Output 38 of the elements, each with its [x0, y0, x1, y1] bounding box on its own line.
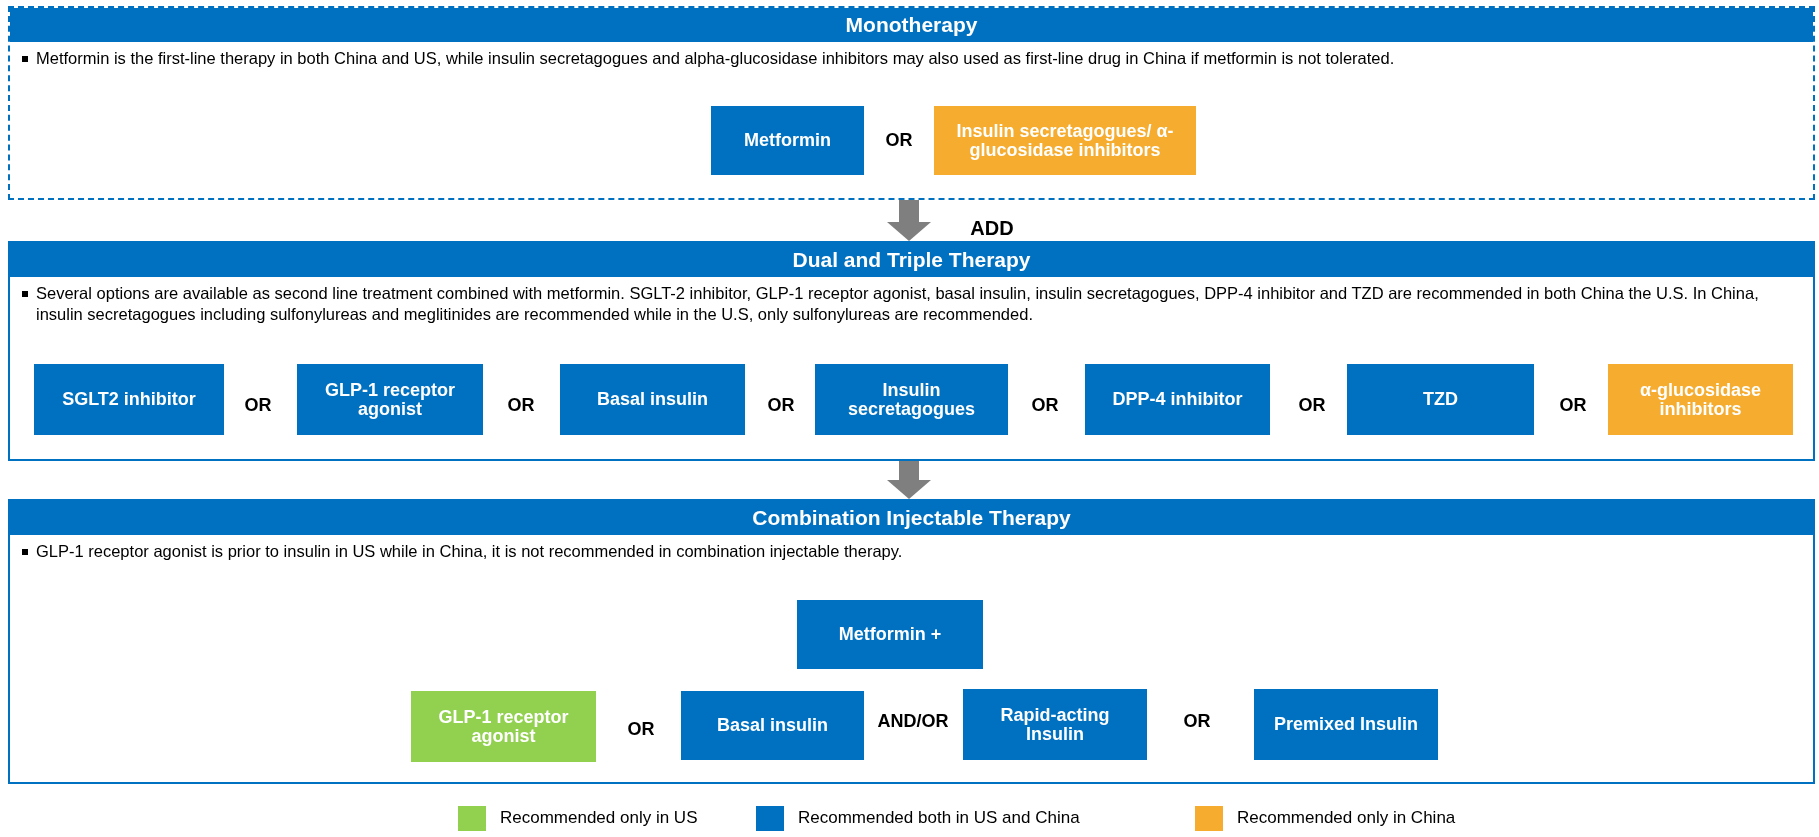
therapy-box: Basal insulin	[560, 364, 745, 435]
connector-word: OR	[767, 394, 795, 416]
bullet-text: GLP-1 receptor agonist is prior to insulin in US while in China, it is not recommended in combination injectable therapy.	[36, 541, 904, 562]
connector-word: OR	[507, 394, 535, 416]
connector-word: OR	[627, 718, 655, 740]
dashed-panel	[8, 6, 1815, 200]
therapy-box: α-glucosidase inhibitors	[1608, 364, 1793, 435]
connector-word: OR	[1298, 394, 1326, 416]
therapy-box: DPP-4 inhibitor	[1085, 364, 1270, 435]
therapy-box: Rapid-acting Insulin	[963, 689, 1147, 760]
therapy-box: GLP-1 receptor agonist	[411, 691, 596, 762]
therapy-box: TZD	[1347, 364, 1534, 435]
legend-text: Recommended both in US and China	[798, 808, 1080, 828]
panel-heading: Dual and Triple Therapy	[10, 243, 1813, 277]
legend-text: Recommended only in China	[1237, 808, 1456, 828]
panel-heading: Combination Injectable Therapy	[10, 501, 1813, 535]
connector-word: OR	[1031, 394, 1059, 416]
therapy-box: SGLT2 inhibitor	[34, 364, 224, 435]
block-arrow	[887, 461, 931, 499]
connector-word: OR	[1559, 394, 1587, 416]
therapy-box: Premixed Insulin	[1254, 689, 1438, 760]
panel	[8, 499, 1815, 784]
connector-word: OR	[885, 129, 913, 151]
legend-text: Recommended only in US	[500, 808, 698, 828]
bullet-text: Several options are available as second line treatment combined with metformin. SGLT-2 inhibitor, GLP-1 receptor agonist, basal insulin, insulin secretagogues, DPP-4 inhibitor and TZD are recommended in both China the U.S. In China, insulin secretagogues including sulfonylureas and meglitinides are recommended while in the U.S, only sulfonylureas are recommended.	[36, 283, 1760, 326]
connector-word: AND/OR	[877, 710, 949, 732]
therapy-box: GLP-1 receptor agonist	[297, 364, 483, 435]
therapy-box: Metformin +	[797, 600, 983, 669]
panel	[8, 241, 1815, 461]
therapy-box: Basal insulin	[681, 691, 864, 760]
therapy-box: Metformin	[711, 106, 864, 175]
therapy-box: Insulin secretagogues	[815, 364, 1008, 435]
connector-word: OR	[1183, 710, 1211, 732]
connector-word: OR	[244, 394, 272, 416]
block-arrow	[887, 200, 931, 241]
therapy-box: Insulin secretagogues/ α-glucosidase inhibitors	[934, 106, 1196, 175]
panel-heading: Monotherapy	[10, 8, 1813, 42]
bullet-text: Metformin is the first-line therapy in both China and US, while insulin secretagogues and alpha-glucosidase inhibitors may also used as first-line drug in China if metformin is not tolerated.	[36, 48, 1396, 69]
